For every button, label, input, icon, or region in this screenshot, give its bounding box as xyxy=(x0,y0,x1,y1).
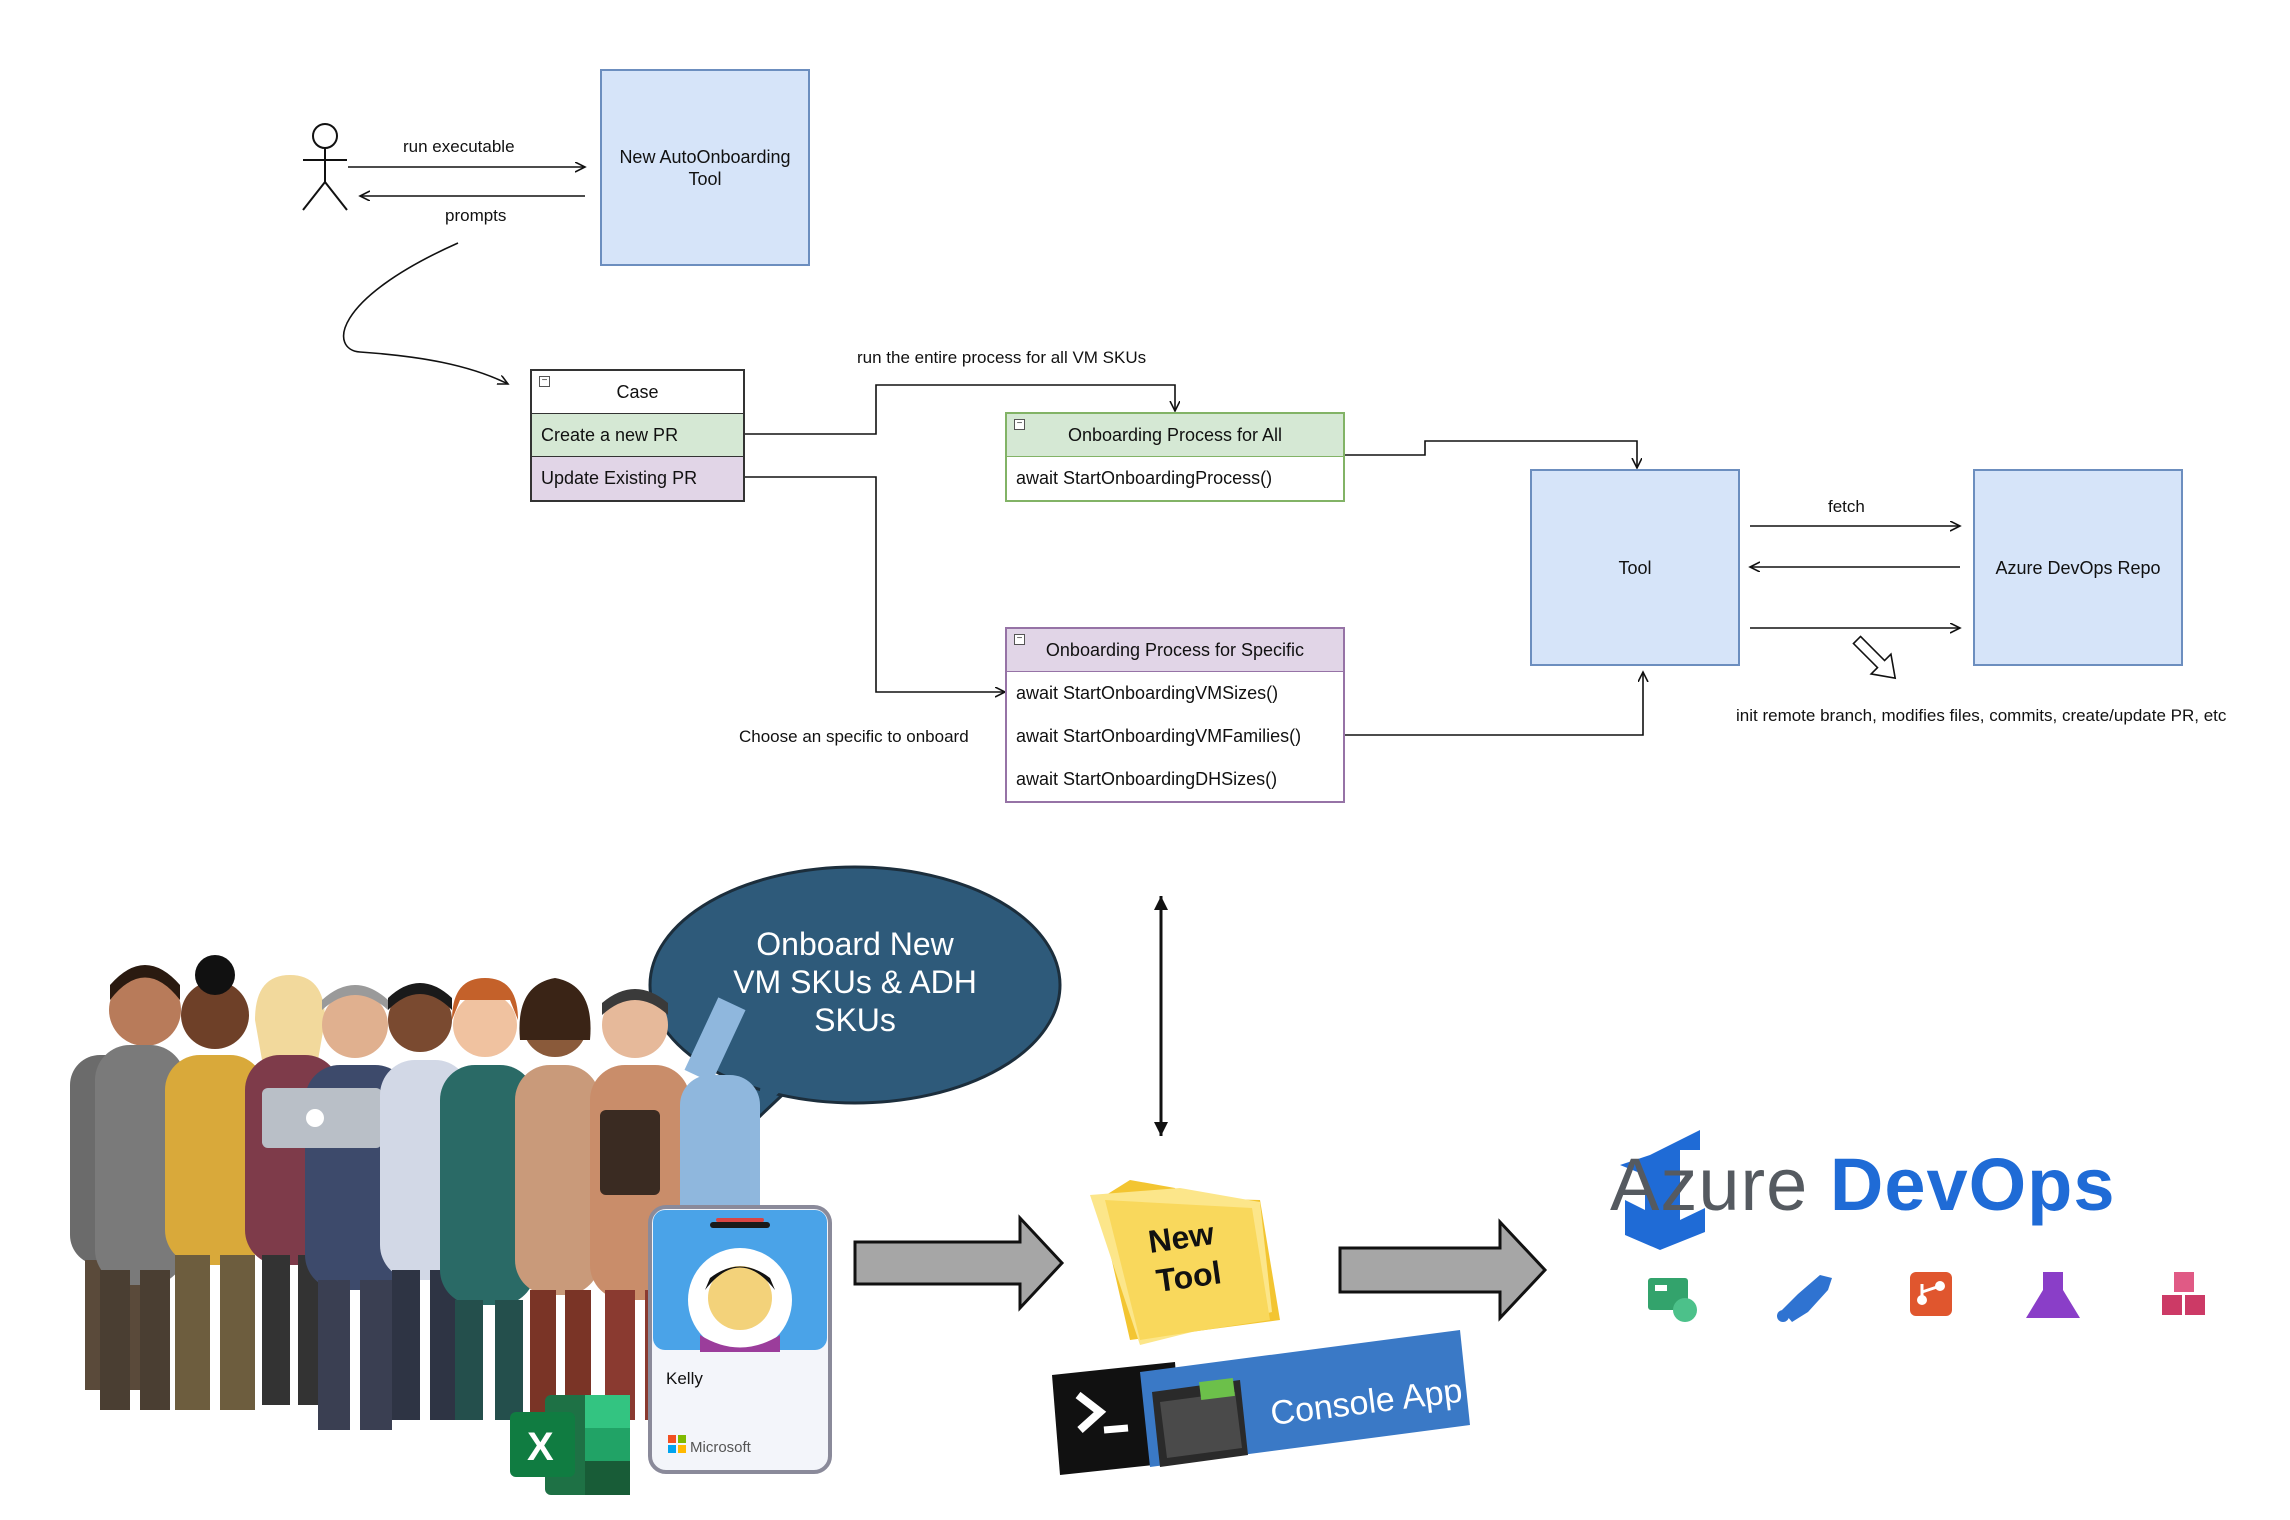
process-specific-row-label: await StartOnboardingVMFamilies() xyxy=(1016,726,1302,746)
tool-box: Tool xyxy=(1530,469,1740,666)
azure-devops-repo-box: Azure DevOps Repo xyxy=(1973,469,2183,666)
collapse-icon: − xyxy=(539,376,550,387)
excel-letter: X xyxy=(527,1425,554,1469)
tool-label: Tool xyxy=(1618,557,1652,578)
badge-name: Kelly xyxy=(666,1369,703,1388)
new-autoonboarding-tool-box: New AutoOnboarding Tool xyxy=(600,69,810,266)
process-all-title: Onboarding Process for All xyxy=(1067,424,1283,445)
process-specific-row: await StartOnboardingVMSizes() xyxy=(1007,672,1343,715)
azure-boards-icon xyxy=(1648,1278,1697,1322)
new-autoonboarding-tool-label: New AutoOnboarding Tool xyxy=(619,146,791,189)
process-specific-row-label: await StartOnboardingVMSizes() xyxy=(1016,683,1279,703)
run-executable-label: run executable xyxy=(403,137,515,156)
folder-label-tool: Tool xyxy=(1154,1254,1224,1299)
process-specific-row-label: await StartOnboardingDHSizes() xyxy=(1016,769,1278,789)
azure-devops-title: Azure DevOps xyxy=(1610,1142,2116,1227)
tool-to-azure-arrow xyxy=(1338,1218,1548,1322)
case-header: − Case xyxy=(532,371,743,414)
process-all-row: await StartOnboardingProcess() xyxy=(1007,457,1343,500)
microsoft-logo-icon xyxy=(668,1435,686,1453)
speech-bubble xyxy=(648,865,1062,1140)
process-all-table: − Onboarding Process for All await Start… xyxy=(1005,412,1345,502)
azure-pipelines-icon xyxy=(1777,1275,1832,1322)
init-remote-label: init remote branch, modifies files, comm… xyxy=(1736,706,2227,725)
fetch-label: fetch xyxy=(1828,497,1865,516)
hollow-diagonal-arrow-icon xyxy=(1852,635,1897,680)
collapse-icon: − xyxy=(1014,419,1025,430)
create-pr-connector xyxy=(745,384,1175,435)
devops-word: DevOps xyxy=(1829,1143,2116,1226)
choose-specific-label: Choose an specific to onboard xyxy=(739,727,969,746)
case-title: Case xyxy=(616,381,659,402)
azure-devops-repo-label: Azure DevOps Repo xyxy=(1995,557,2161,578)
actor-icon xyxy=(302,123,348,211)
case-row-update-pr-label: Update Existing PR xyxy=(541,468,698,488)
process-specific-header: − Onboarding Process for Specific xyxy=(1007,629,1343,672)
case-row-update-pr: Update Existing PR xyxy=(532,457,743,500)
azure-repos-icon xyxy=(1910,1272,1952,1316)
process-specific-to-tool-connector xyxy=(1345,672,1643,736)
azure-test-plans-icon xyxy=(2026,1272,2080,1318)
azure-word: Azure xyxy=(1610,1143,1809,1226)
azure-artifacts-icon xyxy=(2162,1272,2205,1315)
process-specific-title: Onboarding Process for Specific xyxy=(1045,639,1305,660)
curve-to-case-arrow xyxy=(342,242,508,384)
process-all-row-label: await StartOnboardingProcess() xyxy=(1016,468,1273,488)
collapse-icon: − xyxy=(1014,634,1025,645)
badge-company: Microsoft xyxy=(690,1439,752,1456)
all-skus-label: run the entire process for all VM SKUs xyxy=(857,348,1146,367)
azure-devops-logo-icon xyxy=(1620,1130,1705,1250)
process-all-header: − Onboarding Process for All xyxy=(1007,414,1343,457)
speech-bubble-text: Onboard New VM SKUs & ADH SKUs xyxy=(733,926,977,1038)
case-row-create-pr: Create a new PR xyxy=(532,414,743,457)
console-app-badge: Console App xyxy=(1140,1330,1470,1467)
excel-icon: X xyxy=(510,1395,630,1495)
update-pr-connector xyxy=(745,476,1005,692)
process-specific-table: − Onboarding Process for Specific await … xyxy=(1005,627,1345,803)
process-specific-row: await StartOnboardingVMFamilies() xyxy=(1007,715,1343,758)
folder-icon: New Tool xyxy=(1090,1180,1280,1345)
badge-card: Kelly Microsoft xyxy=(648,1205,832,1474)
process-specific-row: await StartOnboardingDHSizes() xyxy=(1007,758,1343,801)
prompts-label: prompts xyxy=(445,206,506,225)
case-table: − Case Create a new PR Update Existing P… xyxy=(530,369,745,502)
people-to-tool-arrow xyxy=(853,1214,1065,1312)
case-row-create-pr-label: Create a new PR xyxy=(541,424,679,445)
process-all-to-tool-connector xyxy=(1345,440,1637,468)
